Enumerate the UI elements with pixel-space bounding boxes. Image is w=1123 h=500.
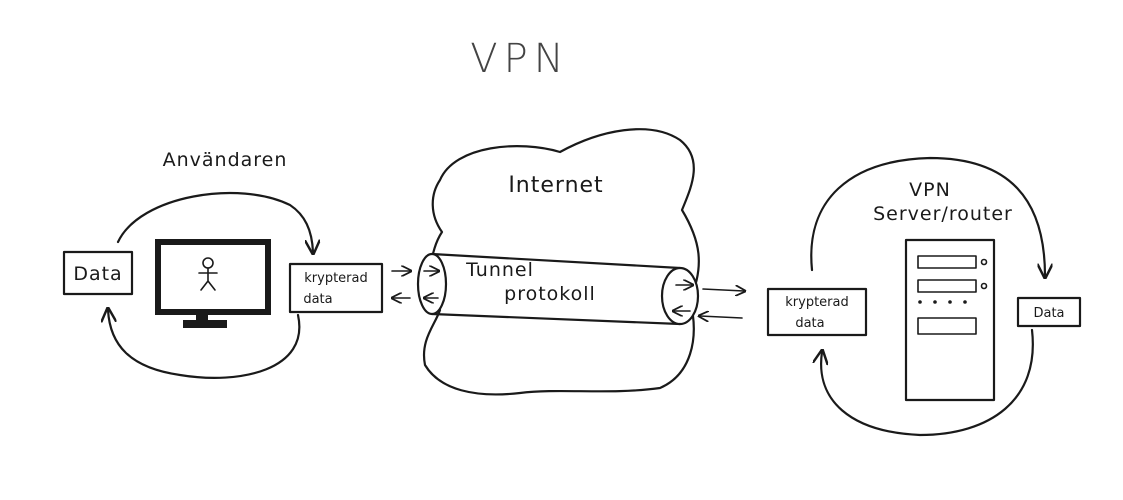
server-encrypted-line2: data	[795, 316, 824, 331]
tunnel-to-server-arrow	[702, 289, 744, 291]
tunnel-label-line1: Tunnel	[465, 259, 534, 281]
server-tower-icon	[904, 238, 996, 402]
server-encrypt-loop-arrow	[821, 328, 1034, 437]
server-decrypt-loop-arrow	[810, 156, 1045, 276]
computer-monitor	[155, 239, 271, 328]
user-encrypted-line2: data	[303, 292, 332, 307]
stick-figure-icon	[198, 257, 218, 291]
internet-label: Internet	[508, 173, 603, 198]
tunnel-label-line2: protokoll	[504, 283, 596, 305]
server-to-tunnel-arrow	[700, 316, 743, 318]
user-decrypt-loop-arrow	[108, 310, 301, 379]
user-data-label: Data	[73, 263, 122, 285]
server-heading-line2: Server/router	[873, 203, 1013, 225]
user-heading: Användaren	[163, 149, 288, 171]
tunnel-cylinder	[416, 252, 700, 326]
server-data-label: Data	[1033, 306, 1064, 321]
user-encrypt-loop-arrow	[116, 191, 313, 252]
server-heading-line1: VPN	[909, 179, 951, 201]
server-encrypted-line1: krypterad	[785, 295, 848, 310]
user-encrypted-box: krypterad data	[288, 262, 384, 314]
server-data-box: Data	[1016, 296, 1082, 328]
user-encrypted-line1: krypterad	[304, 271, 367, 286]
server-encrypted-box: krypterad data	[766, 287, 868, 337]
user-data-box: Data	[62, 250, 134, 296]
diagram-title: VPN	[470, 36, 569, 82]
